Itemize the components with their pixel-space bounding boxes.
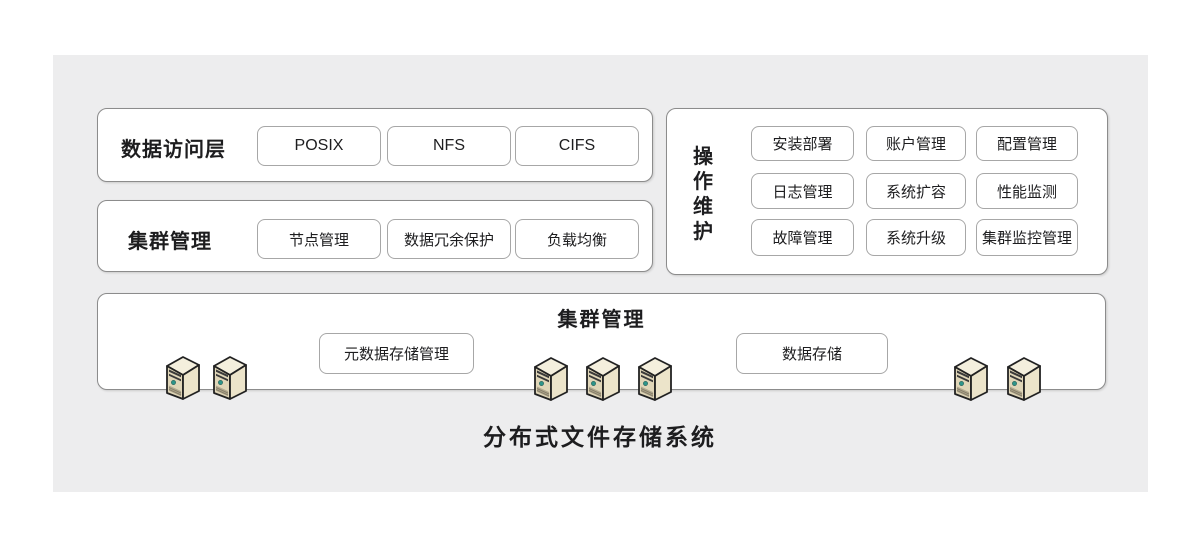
data-access-layer-title: 数据访问层 <box>121 139 226 161</box>
server-tower-icon <box>954 357 988 401</box>
pill-account-management: 账户管理 <box>866 126 966 161</box>
pill-node-management: 节点管理 <box>257 219 381 259</box>
data-access-layer-box: 数据访问层 POSIX NFS CIFS <box>97 108 653 182</box>
server-tower-icon <box>638 357 672 401</box>
system-caption: 分布式文件存储系统 <box>483 424 717 450</box>
pill-log-management: 日志管理 <box>751 173 854 209</box>
server-tower-icon <box>534 357 568 401</box>
server-tower-icon <box>586 357 620 401</box>
server-tower-icon <box>213 356 247 400</box>
pill-data-storage: 数据存储 <box>736 333 888 374</box>
pill-data-redundancy-protection: 数据冗余保护 <box>387 219 511 259</box>
operations-maintenance-title: 操作维护 <box>693 146 713 243</box>
pill-metadata-storage-management: 元数据存储管理 <box>319 333 474 374</box>
pill-system-expansion: 系统扩容 <box>866 173 966 209</box>
pill-fault-management: 故障管理 <box>751 219 854 256</box>
pill-load-balancing: 负载均衡 <box>515 219 639 259</box>
pill-nfs: NFS <box>387 126 511 166</box>
cluster-management-title: 集群管理 <box>128 231 212 253</box>
server-tower-icon <box>1007 357 1041 401</box>
pill-config-management: 配置管理 <box>976 126 1078 161</box>
pill-performance-monitoring: 性能监测 <box>976 173 1078 209</box>
cluster-management-box: 集群管理 节点管理 数据冗余保护 负载均衡 <box>97 200 653 272</box>
operations-maintenance-box: 操作维护 安装部署 账户管理 配置管理 日志管理 系统扩容 性能监测 故障管理 … <box>666 108 1108 275</box>
pill-install-deploy: 安装部署 <box>751 126 854 161</box>
pill-posix: POSIX <box>257 126 381 166</box>
storage-cluster-box: 集群管理 元数据存储管理 数据存储 <box>97 293 1106 390</box>
storage-cluster-title: 集群管理 <box>557 309 646 331</box>
pill-system-upgrade: 系统升级 <box>866 219 966 256</box>
server-tower-icon <box>166 356 200 400</box>
pill-cluster-monitoring-management: 集群监控管理 <box>976 219 1078 256</box>
pill-cifs: CIFS <box>515 126 639 166</box>
